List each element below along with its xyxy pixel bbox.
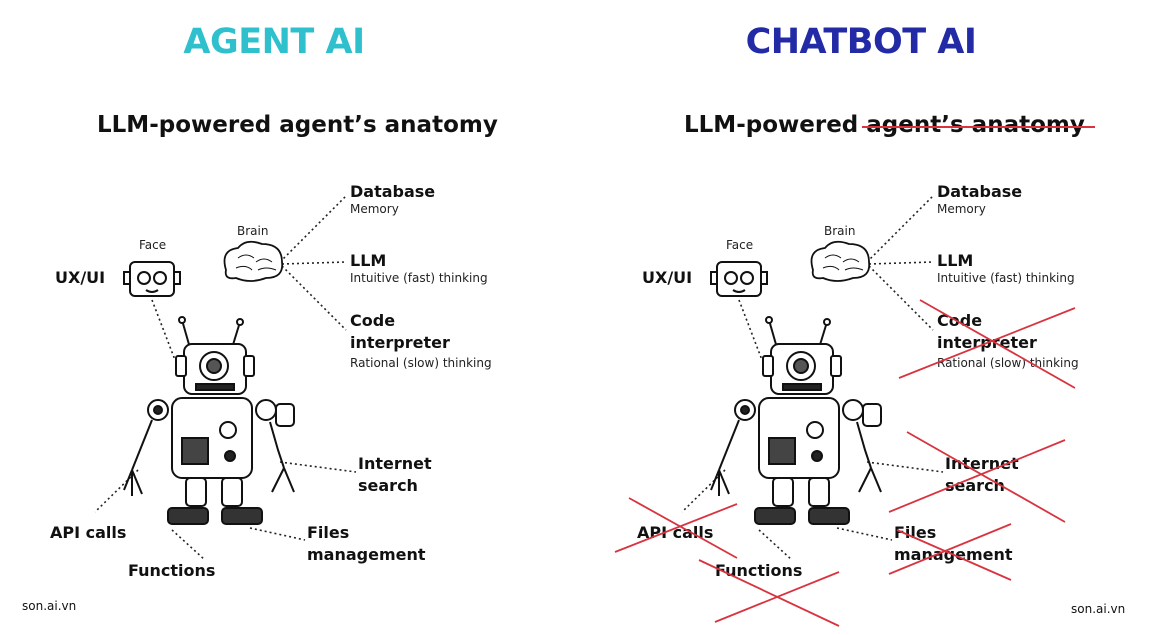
subtitle-struck-text: agent’s anatomy: [866, 112, 1085, 138]
chatbot-anatomy-subtitle: LLM-powered agent’s anatomy: [684, 112, 1085, 138]
robot-diagram: [94, 195, 357, 561]
search-label: search: [945, 476, 1005, 495]
chatbot-ai-title: CHATBOT AI: [745, 22, 977, 62]
internet-label: Internet: [358, 454, 432, 473]
brain-label: Brain: [824, 224, 856, 238]
database-label: Database: [937, 182, 1023, 201]
face-icon: [123, 261, 181, 297]
agent-ai-panel: AGENT AI LLM-powered agent’s anatomy: [22, 22, 498, 613]
api-calls-label: API calls: [637, 523, 714, 542]
robot-icon: [123, 316, 295, 525]
robot-icon: [710, 316, 882, 525]
interpreter-label: interpreter: [350, 333, 450, 352]
interpreter-label: interpreter: [937, 333, 1037, 352]
footer-watermark: son.ai.vn: [1071, 602, 1126, 616]
subtitle-prefix: LLM-powered: [684, 112, 867, 138]
slow-thinking-label: Rational (slow) thinking: [350, 356, 492, 370]
code-label: Code: [937, 311, 983, 330]
management-label: management: [307, 545, 426, 564]
memory-label: Memory: [350, 202, 399, 216]
footer-watermark: son.ai.vn: [22, 599, 77, 613]
slow-thinking-label: Rational (slow) thinking: [937, 356, 1079, 370]
uxui-label: UX/UI: [55, 268, 106, 287]
code-label: Code: [350, 311, 396, 330]
internet-label: Internet: [945, 454, 1019, 473]
face-label: Face: [726, 238, 754, 252]
llm-label: LLM: [350, 251, 387, 270]
face-label: Face: [139, 238, 167, 252]
files-label: Files: [307, 523, 350, 542]
agent-ai-title: AGENT AI: [183, 22, 365, 62]
files-label: Files: [894, 523, 937, 542]
api-calls-label: API calls: [50, 523, 127, 542]
fast-thinking-label: Intuitive (fast) thinking: [350, 271, 488, 285]
memory-label: Memory: [937, 202, 986, 216]
database-label: Database: [350, 182, 436, 201]
search-label: search: [358, 476, 418, 495]
uxui-label: UX/UI: [642, 268, 693, 287]
connector-lines: [94, 195, 357, 561]
chatbot-ai-panel: CHATBOT AI LLM-powered agent’s anatomy: [587, 0, 1156, 635]
management-label: management: [894, 545, 1013, 564]
functions-label: Functions: [128, 561, 216, 580]
robot-diagram: [681, 195, 944, 561]
agent-anatomy-subtitle: LLM-powered agent’s anatomy: [97, 112, 498, 138]
face-icon: [710, 261, 768, 297]
brain-icon: [810, 240, 871, 282]
brain-label: Brain: [237, 224, 269, 238]
llm-label: LLM: [937, 251, 974, 270]
fast-thinking-label: Intuitive (fast) thinking: [937, 271, 1075, 285]
functions-label: Functions: [715, 561, 803, 580]
brain-icon: [223, 240, 284, 282]
